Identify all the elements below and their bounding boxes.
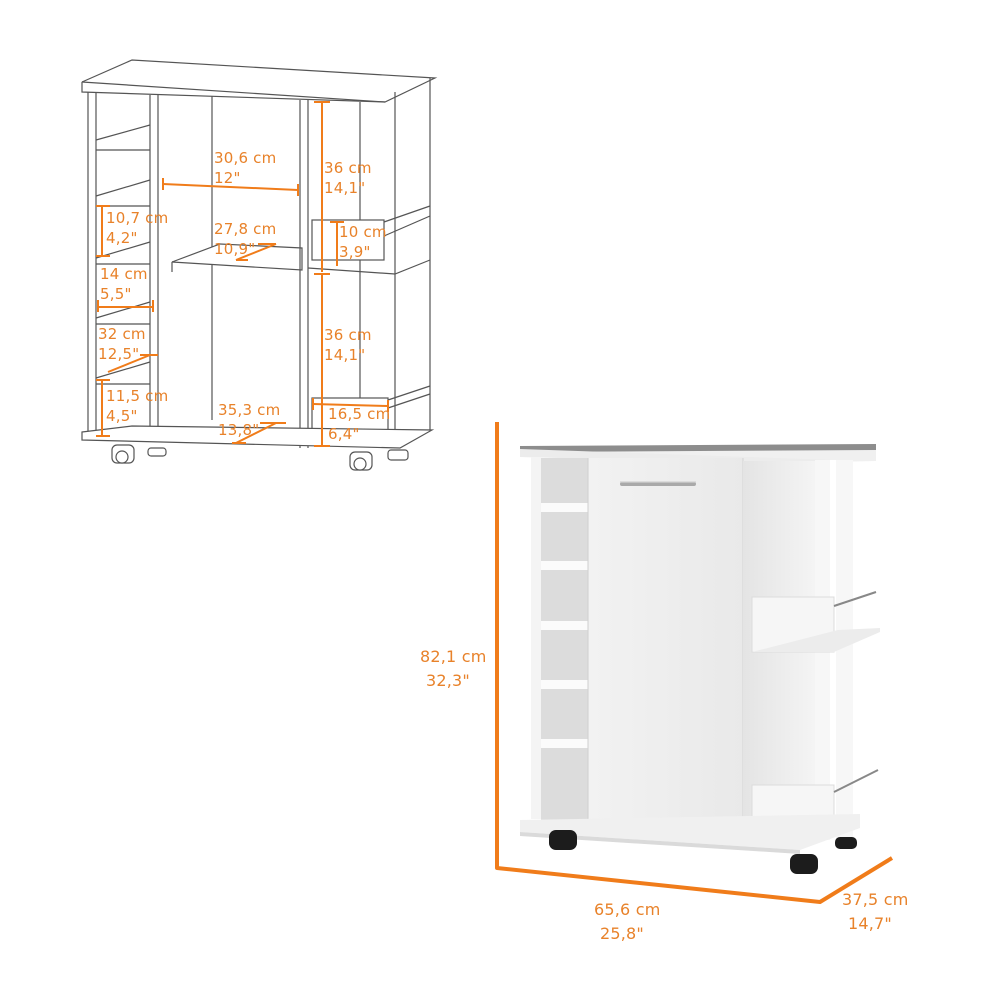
dim-in: 13,8" <box>218 421 260 439</box>
dim-in: 14,1" <box>324 179 366 197</box>
dim-cm: 30,6 cm <box>214 149 277 167</box>
dim-in: 14,1" <box>324 346 366 364</box>
dim-in: 4,2" <box>106 229 138 247</box>
dim-cm: 10,7 cm <box>106 209 169 227</box>
dim-right-bin-height-bottom: 16,5 cm 6,4" <box>328 404 390 444</box>
dim-cm: 32 cm <box>98 325 146 343</box>
dim-cm: 82,1 cm <box>420 647 487 666</box>
dim-in: 10,9" <box>214 240 256 258</box>
dim-left-cubby-depth: 32 cm 12,5" <box>98 324 146 364</box>
dim-in: 3,9" <box>339 243 371 261</box>
dim-cm: 27,8 cm <box>214 220 277 238</box>
dim-overall-height: 82,1 cm 32,3" <box>420 645 487 693</box>
dim-right-lower-height: 36 cm 14,1" <box>324 325 372 365</box>
dim-right-upper-height: 36 cm 14,1" <box>324 158 372 198</box>
dim-left-cubby-height-2: 11,5 cm 4,5" <box>106 386 168 426</box>
dim-cm: 11,5 cm <box>106 387 169 405</box>
dim-bottom-depth: 35,3 cm 13,8" <box>218 400 280 440</box>
dim-in: 25,8" <box>600 924 644 943</box>
dim-cm: 36 cm <box>324 159 372 177</box>
dim-overall-width: 65,6 cm 25,8" <box>594 898 661 946</box>
dim-cm: 14 cm <box>100 265 148 283</box>
dim-right-bin-height-top: 10 cm 3,9" <box>339 222 387 262</box>
dim-in: 4,5" <box>106 407 138 425</box>
dim-cm: 16,5 cm <box>328 405 391 423</box>
dim-cm: 35,3 cm <box>218 401 281 419</box>
dim-in: 32,3" <box>426 671 470 690</box>
dim-in: 6,4" <box>328 425 360 443</box>
dim-cm: 65,6 cm <box>594 900 661 919</box>
dim-center-shelf-depth: 27,8 cm 10,9" <box>214 219 276 259</box>
dim-left-cubby-width: 14 cm 5,5" <box>100 264 148 304</box>
dim-in: 14,7" <box>848 914 892 933</box>
dim-cm: 36 cm <box>324 326 372 344</box>
dim-cm: 10 cm <box>339 223 387 241</box>
dim-in: 12" <box>214 169 241 187</box>
dim-in: 12,5" <box>98 345 140 363</box>
dim-overall-depth: 37,5 cm 14,7" <box>842 888 909 936</box>
dim-in: 5,5" <box>100 285 132 303</box>
dim-left-cubby-height-1: 10,7 cm 4,2" <box>106 208 168 248</box>
dim-cm: 37,5 cm <box>842 890 909 909</box>
dim-top-inner-width: 30,6 cm 12" <box>214 148 276 188</box>
